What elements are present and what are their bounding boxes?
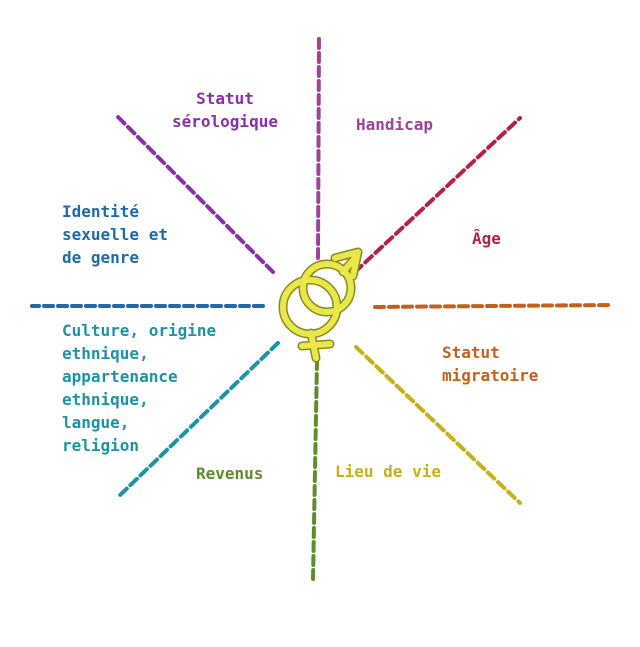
label-lieu-de-vie: Lieu de vie <box>335 460 441 483</box>
gender-symbol-icon <box>278 247 363 363</box>
label-line: Statut <box>196 89 254 108</box>
spoke-line-vertical-top <box>316 33 321 260</box>
label-line: de genre <box>62 248 140 267</box>
label-line: Lieu de vie <box>335 462 441 481</box>
label-line: sexuelle et <box>62 225 168 244</box>
spoke-line-culture <box>115 341 280 500</box>
label-identite-sexuelle-genre: Identité sexuelle et de genre <box>62 200 168 269</box>
label-line: Âge <box>472 229 501 248</box>
label-line: langue, <box>62 413 130 432</box>
label-age: Âge <box>472 227 501 250</box>
label-line: ethnique, <box>62 344 149 363</box>
label-line: Statut <box>442 343 500 362</box>
label-line: Identité <box>62 202 140 221</box>
spoke-line-age <box>353 116 522 274</box>
label-line: Culture, origine <box>62 321 217 340</box>
label-culture-origine: Culture, origine ethnique, appartenance … <box>62 319 216 457</box>
spoke-line-lieu <box>354 345 522 505</box>
label-statut-serologique: Statut sérologique <box>172 87 278 133</box>
label-line: sérologique <box>172 112 278 131</box>
label-line: migratoire <box>442 366 539 385</box>
spoke-line-revenus <box>311 358 319 582</box>
label-line: Revenus <box>196 464 264 483</box>
label-line: religion <box>62 436 140 455</box>
label-line: appartenance <box>62 367 178 386</box>
label-line: ethnique, <box>62 390 149 409</box>
spoke-line-serologie <box>115 114 275 274</box>
spoke-line-migratoire <box>373 303 610 309</box>
label-statut-migratoire: Statut migratoire <box>442 341 538 387</box>
label-handicap: Handicap <box>356 113 433 136</box>
label-line: Handicap <box>356 115 434 134</box>
label-revenus: Revenus <box>196 462 263 485</box>
